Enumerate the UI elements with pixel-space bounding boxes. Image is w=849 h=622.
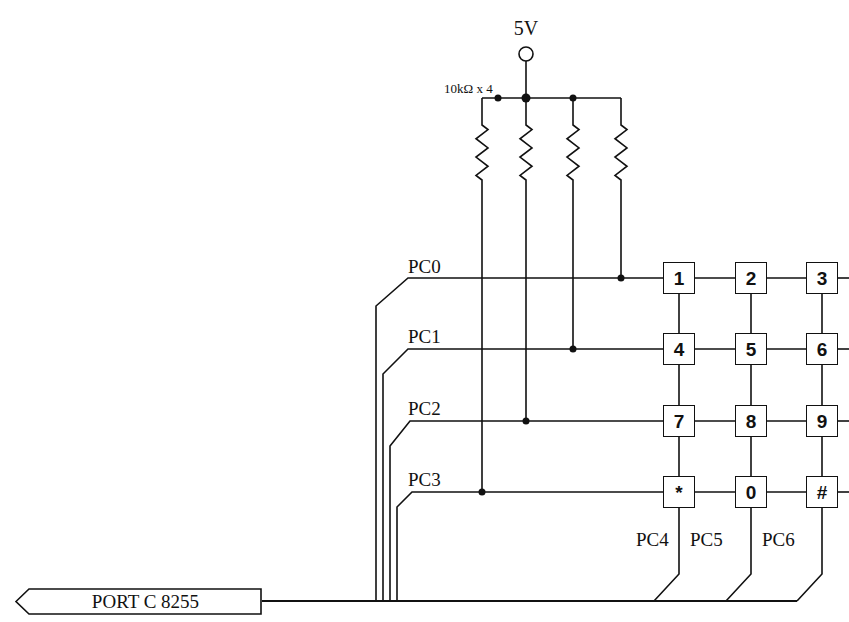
key-label: 5 [746,340,757,359]
matrix-wire [767,491,806,493]
matrix-wire [767,348,806,350]
keypad-key: 5 [735,333,767,365]
matrix-wire [695,420,735,422]
matrix-wire [678,437,680,476]
key-label: # [817,483,828,502]
key-label: 7 [674,412,685,431]
key-label: 9 [817,412,828,431]
keypad-key: # [806,476,838,508]
pin-name: PC6 [762,530,795,549]
keypad-key: 7 [663,405,695,437]
matrix-wire [695,277,735,279]
resistor-symbol [615,98,627,278]
pin-name: PC4 [636,530,669,549]
supply-label: 5V [514,18,538,38]
pin-name: PC2 [408,399,441,418]
key-label: 1 [674,269,685,288]
keypad-key: 4 [663,333,695,365]
junction-dots [479,94,625,496]
matrix-wire [821,437,823,476]
resistor-symbol [520,98,532,421]
keypad-key: 8 [735,405,767,437]
matrix-wire [695,491,735,493]
key-label: 0 [746,483,757,502]
matrix-wire [678,294,680,333]
pin-name: PC1 [408,327,441,346]
matrix-wire [767,420,806,422]
pin-name: PC0 [408,257,441,276]
matrix-wire [678,365,680,405]
matrix-wire [750,437,752,476]
keypad-key: 1 [663,262,695,294]
matrix-wire [821,365,823,405]
keypad-key: 0 [735,476,767,508]
matrix-wire [821,294,823,333]
supply-terminal [519,47,533,61]
pin-name: PC5 [690,530,723,549]
matrix-wire [750,365,752,405]
matrix-wire [695,348,735,350]
resistor-symbol [476,98,488,492]
port-label: PORT C 8255 [78,591,199,613]
key-label: 4 [674,340,685,359]
matrix-wire [750,294,752,333]
resistor-symbol [567,98,579,349]
keypad-key: 6 [806,333,838,365]
matrix-wire [767,277,806,279]
port-connector: PORT C 8255 [15,588,262,615]
keypad-key: 2 [735,262,767,294]
resistor-value: 10kΩ x 4 [444,82,493,95]
key-label: 8 [746,412,757,431]
key-label: 3 [817,269,828,288]
keypad-key: * [663,476,695,508]
key-label: 2 [746,269,757,288]
keypad-key: 9 [806,405,838,437]
pin-name: PC3 [408,470,441,489]
keypad-key: 3 [806,262,838,294]
key-label: * [675,483,682,502]
key-label: 6 [817,340,828,359]
